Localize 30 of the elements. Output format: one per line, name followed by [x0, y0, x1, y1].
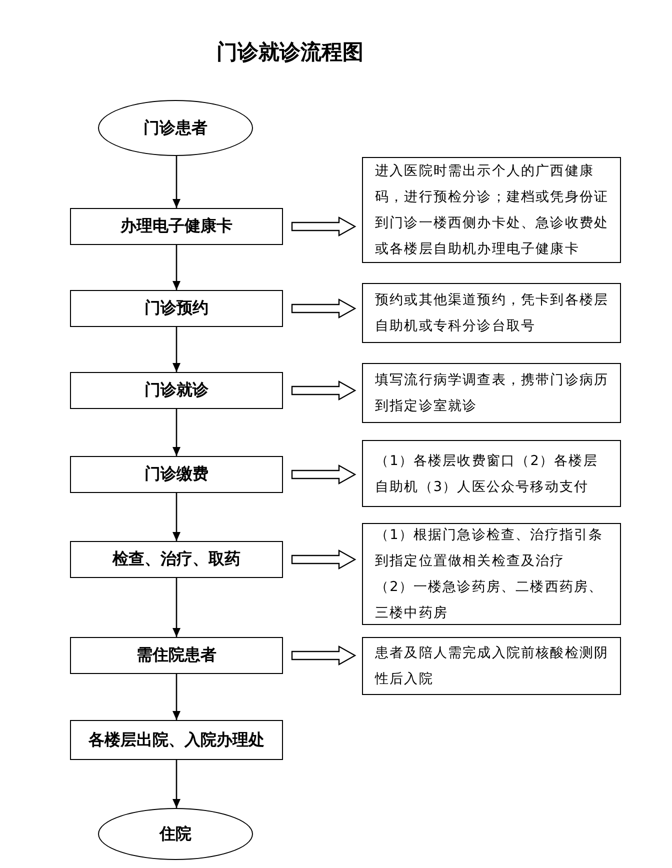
arrow [172, 156, 180, 208]
note-box: 进入医院时需出示个人的广西健康码，进行预检分诊；建档或凭身份证到门诊一楼西侧办卡处、急诊收费处或各楼层自助机办理电子健康卡 [362, 157, 621, 263]
block-arrow [291, 549, 356, 570]
note-box: （1）根据门急诊检查、治疗指引条到指定位置做相关检查及治疗 （2）一楼急诊药房、二楼西药房、三楼中药房 [362, 523, 621, 625]
note-box: 填写流行病学调查表，携带门诊病历到指定诊室就诊 [362, 363, 621, 423]
process-box: 各楼层出院、入院办理处 [70, 720, 283, 760]
process-box: 门诊预约 [70, 290, 283, 327]
block-arrow [291, 645, 356, 666]
process-box: 门诊就诊 [70, 372, 283, 409]
block-arrow [291, 464, 356, 485]
note-box: 预约或其他渠道预约，凭卡到各楼层自助机或专科分诊台取号 [362, 283, 621, 343]
block-arrow [291, 216, 356, 237]
arrow [172, 409, 180, 456]
block-arrow [291, 298, 356, 319]
terminal-ellipse: 住院 [98, 808, 253, 860]
block-arrow [291, 380, 356, 401]
process-box: 门诊缴费 [70, 456, 283, 493]
arrow [172, 327, 180, 372]
process-box: 需住院患者 [70, 637, 283, 674]
arrow [172, 245, 180, 290]
note-box: 患者及陪人需完成入院前核酸检测阴性后入院 [362, 637, 621, 695]
process-box: 检查、治疗、取药 [70, 541, 283, 578]
arrow [172, 578, 180, 637]
arrow [172, 674, 180, 720]
arrow [172, 493, 180, 541]
title: 门诊就诊流程图 [216, 38, 364, 66]
terminal-ellipse: 门诊患者 [98, 100, 253, 156]
note-box: （1）各楼层收费窗口（2）各楼层自助机（3）人医公众号移动支付 [362, 440, 621, 507]
process-box: 办理电子健康卡 [70, 208, 283, 245]
arrow [172, 760, 180, 808]
